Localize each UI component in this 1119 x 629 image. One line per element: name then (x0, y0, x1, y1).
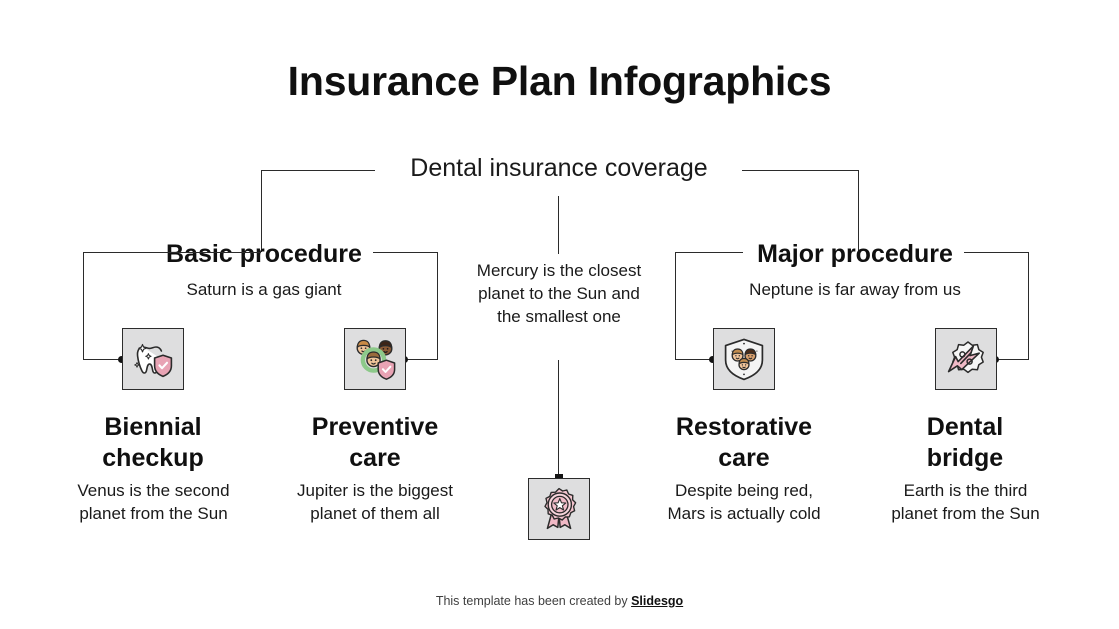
branch-bracket-basic-right-stub (405, 359, 438, 360)
leaf-title-line1: Restorative (675, 413, 813, 441)
root-connector-right-horizontal (742, 170, 858, 171)
branch-subtitle-basic: Saturn is a gas giant (186, 280, 342, 299)
leaf-title-line2: checkup (102, 443, 204, 472)
icon-box-preventive-care[interactable] (344, 328, 406, 390)
leaf-description-preventive-care: Jupiter is the biggest planet of them al… (297, 481, 453, 523)
leaf-title-dental-bridge: Dental bridge (875, 412, 1055, 473)
leaf-title-preventive-care: Preventive care (285, 412, 465, 473)
connector-dot-major-left (709, 356, 716, 363)
leaf-description-biennial-checkup: Venus is the second planet from the Sun (77, 481, 230, 523)
family-shield-icon (356, 339, 396, 380)
branch-bracket-basic-right-vertical (437, 252, 438, 360)
center-connector-vertical (558, 360, 559, 478)
branch-bracket-major-top-left (675, 252, 743, 253)
branch-bracket-major-left-stub (675, 359, 713, 360)
leaf-title-biennial-checkup: Biennial checkup (63, 412, 243, 473)
branch-title-basic: Basic procedure (166, 240, 362, 268)
root-connector-right-vertical (858, 170, 859, 252)
leaf-title-line2: bridge (926, 443, 1004, 472)
icon-box-center-award[interactable] (528, 478, 590, 540)
root-connector-center-vertical (558, 196, 559, 254)
branch-bracket-major-right-vertical (1028, 252, 1029, 360)
leaf-title-line2: care (718, 443, 770, 472)
branch-title-major: Major procedure (757, 240, 953, 268)
branch-bracket-major-left-vertical (675, 252, 676, 360)
branch-bracket-major-top-right (964, 252, 1028, 253)
icon-box-restorative-care[interactable] (713, 328, 775, 390)
branch-bracket-basic-top (83, 252, 261, 253)
branch-subtitle-major: Neptune is far away from us (749, 280, 961, 299)
leaf-title-line1: Preventive (311, 413, 439, 441)
icon-box-biennial-checkup[interactable] (122, 328, 184, 390)
shield-family-icon (724, 338, 764, 381)
leaf-title-line1: Biennial (104, 413, 202, 441)
leaf-description-dental-bridge: Earth is the third planet from the Sun (891, 481, 1040, 523)
footer-credit: This template has been created by Slides… (0, 594, 1119, 608)
leaf-description-restorative-care: Despite being red, Mars is actually cold (667, 481, 821, 523)
branch-bracket-basic-left-vertical (83, 252, 84, 360)
branch-bracket-basic-left-stub (83, 359, 122, 360)
leaf-title-line2: care (349, 443, 401, 472)
footer-text: This template has been created by (435, 594, 632, 608)
connector-dot-basic-left (118, 356, 125, 363)
leaf-title-restorative-care: Restorative care (654, 412, 834, 473)
award-rosette-icon (544, 487, 577, 530)
root-node-label: Dental insurance coverage (410, 154, 708, 182)
root-connector-left-vertical (261, 170, 262, 252)
root-connector-left-horizontal (261, 170, 375, 171)
slidesgo-link[interactable]: Slidesgo (631, 594, 684, 608)
tooth-shield-icon (134, 343, 173, 378)
icon-box-dental-bridge[interactable] (935, 328, 997, 390)
leaf-title-line1: Dental (926, 413, 1004, 441)
page-title: Insurance Plan Infographics (287, 58, 832, 104)
center-description: Mercury is the closest planet to the Sun… (476, 261, 642, 326)
branch-bracket-major-right-stub (996, 359, 1029, 360)
discount-percent-badge-icon (947, 341, 984, 374)
branch-bracket-basic-top-right (373, 252, 437, 253)
